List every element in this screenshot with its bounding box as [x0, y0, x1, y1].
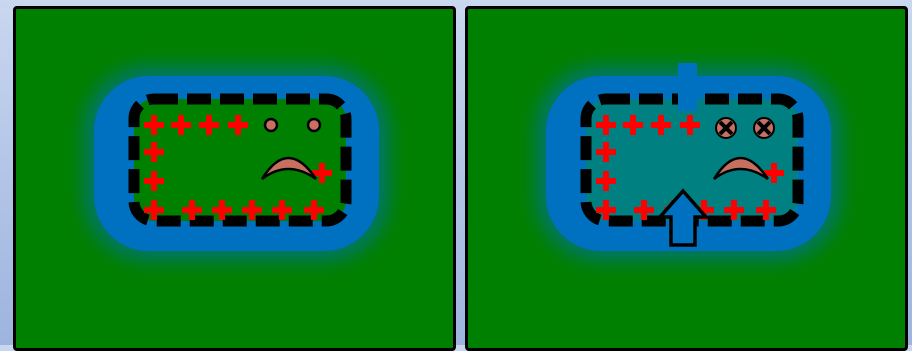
left-eye-icon — [265, 119, 277, 131]
panel-damaged-cell — [465, 6, 908, 351]
right-eye-x-icon — [754, 118, 774, 138]
panel-healthy-cell — [13, 6, 456, 351]
right-eye-icon — [308, 119, 320, 131]
cell-diagram — [16, 9, 456, 351]
cell-diagram — [468, 9, 908, 351]
left-eye-x-icon — [716, 118, 736, 138]
blue-channel-plug — [678, 63, 697, 111]
